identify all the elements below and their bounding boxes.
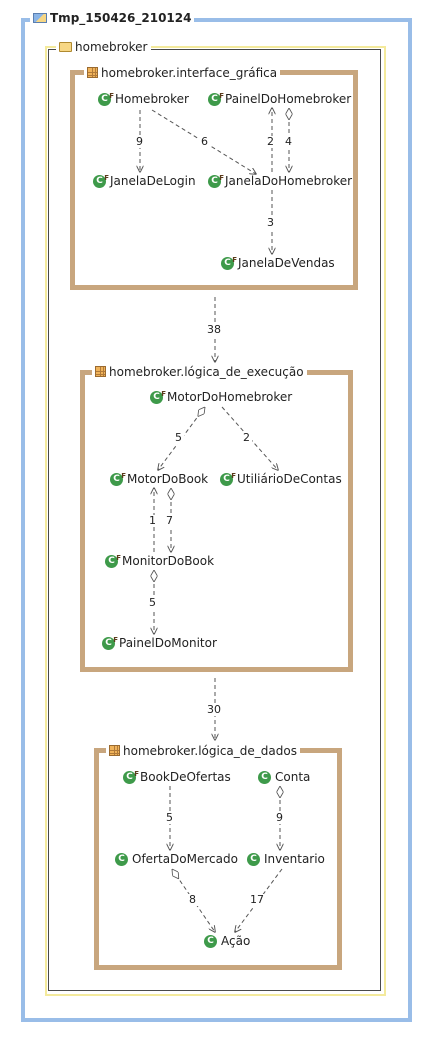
class-icon: C	[258, 770, 271, 784]
project-title[interactable]: Tmp_150426_210124	[30, 11, 195, 25]
edge-label: 9	[134, 135, 145, 148]
class-icon: C	[247, 852, 260, 866]
edge-label: 30	[205, 703, 223, 716]
edge-label: 7	[164, 514, 175, 527]
package-icon	[87, 67, 98, 78]
project-frame	[21, 18, 412, 1022]
edge-label: 4	[283, 135, 294, 148]
folder-frame-outer	[45, 46, 386, 996]
package-title-interface-grafica: homebroker.interface_gráfica	[84, 66, 281, 80]
edge-label: 5	[147, 596, 158, 609]
edge-label: 2	[241, 431, 252, 444]
project-folder-icon	[33, 13, 47, 23]
package-icon	[109, 745, 120, 756]
edge-label: 8	[187, 893, 198, 906]
edge-homebroker-janeladohomebroker	[151, 109, 256, 174]
class-icon: C	[204, 934, 217, 948]
edge-label: 5	[164, 811, 175, 824]
edge-motor-motordobook	[158, 407, 205, 470]
edge-label: 9	[274, 811, 285, 824]
edge-label: 38	[205, 323, 223, 336]
edge-label: 2	[265, 135, 276, 148]
package-title-logica-dados: homebroker.lógica_de_dados	[106, 744, 300, 758]
folder-title[interactable]: homebroker	[56, 40, 151, 54]
edge-label: 1	[147, 514, 158, 527]
package-logica-execucao[interactable]	[80, 370, 353, 672]
folder-frame	[48, 49, 381, 991]
folder-icon	[59, 42, 72, 52]
edge-label: 17	[248, 893, 266, 906]
edge-inventario-acao	[235, 868, 283, 932]
edge-label: 6	[199, 135, 210, 148]
package-icon	[95, 366, 106, 377]
edge-label: 5	[173, 431, 184, 444]
class-icon: C	[115, 852, 128, 866]
package-title-logica-execucao: homebroker.lógica_de_execução	[92, 365, 307, 379]
edge-label: 3	[265, 216, 276, 229]
